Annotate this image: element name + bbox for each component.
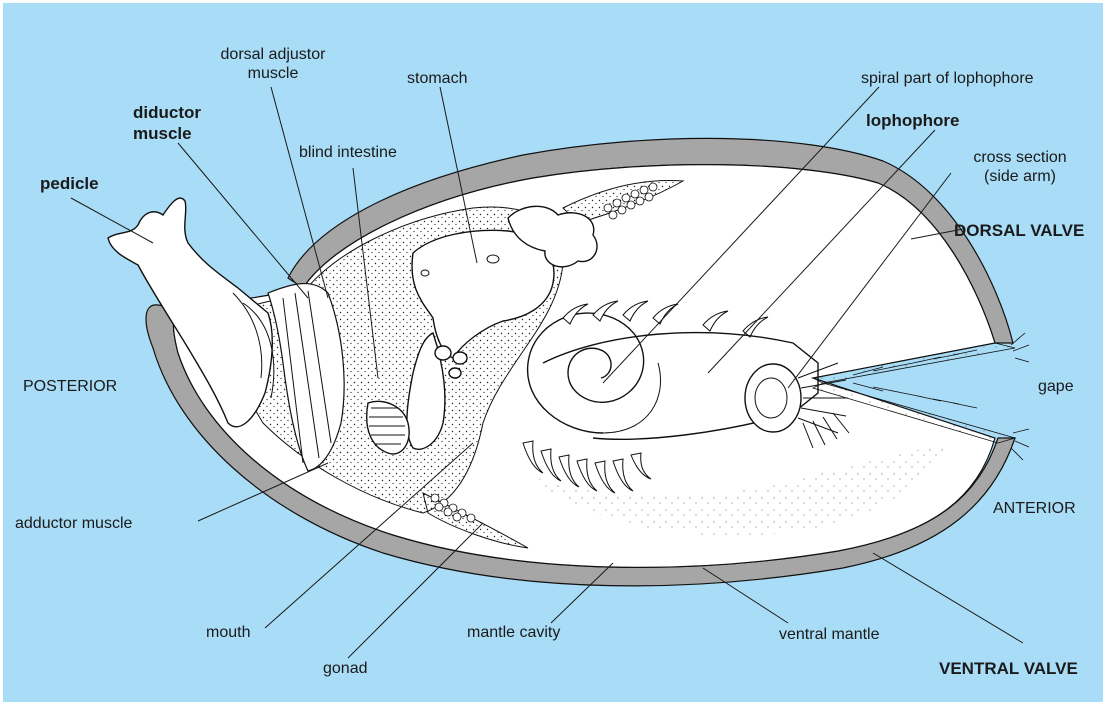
label-dorsal-valve: DORSAL VALVE: [954, 221, 1084, 240]
label-ventral-mantle: ventral mantle: [779, 625, 880, 644]
label-mantle-cavity: mantle cavity: [467, 623, 560, 642]
label-cross-section-text: cross section (side arm): [955, 148, 1085, 186]
label-cross-section: cross section (side arm): [955, 148, 1085, 186]
label-dorsal-adjustor-muscle: dorsal adjustor muscle: [198, 45, 348, 83]
label-spiral-part-of-lophophore: spiral part of lophophore: [861, 69, 1034, 88]
label-ventral-valve: VENTRAL VALVE: [939, 659, 1078, 678]
label-posterior: POSTERIOR: [23, 377, 117, 396]
label-anterior: ANTERIOR: [993, 499, 1076, 518]
label-adductor-muscle: adductor muscle: [15, 514, 132, 533]
label-lophophore: lophophore: [866, 111, 959, 130]
label-diductor-muscle: diductor muscle: [133, 102, 201, 144]
label-gonad: gonad: [323, 659, 368, 678]
label-pedicle: pedicle: [40, 174, 99, 193]
label-blind-intestine: blind intestine: [299, 143, 397, 162]
label-stomach: stomach: [407, 69, 467, 88]
label-diductor-muscle-text: diductor muscle: [133, 102, 201, 144]
label-gape: gape: [1038, 377, 1074, 396]
label-mouth: mouth: [206, 623, 250, 642]
label-dorsal-adjustor-muscle-text: dorsal adjustor muscle: [198, 45, 348, 83]
